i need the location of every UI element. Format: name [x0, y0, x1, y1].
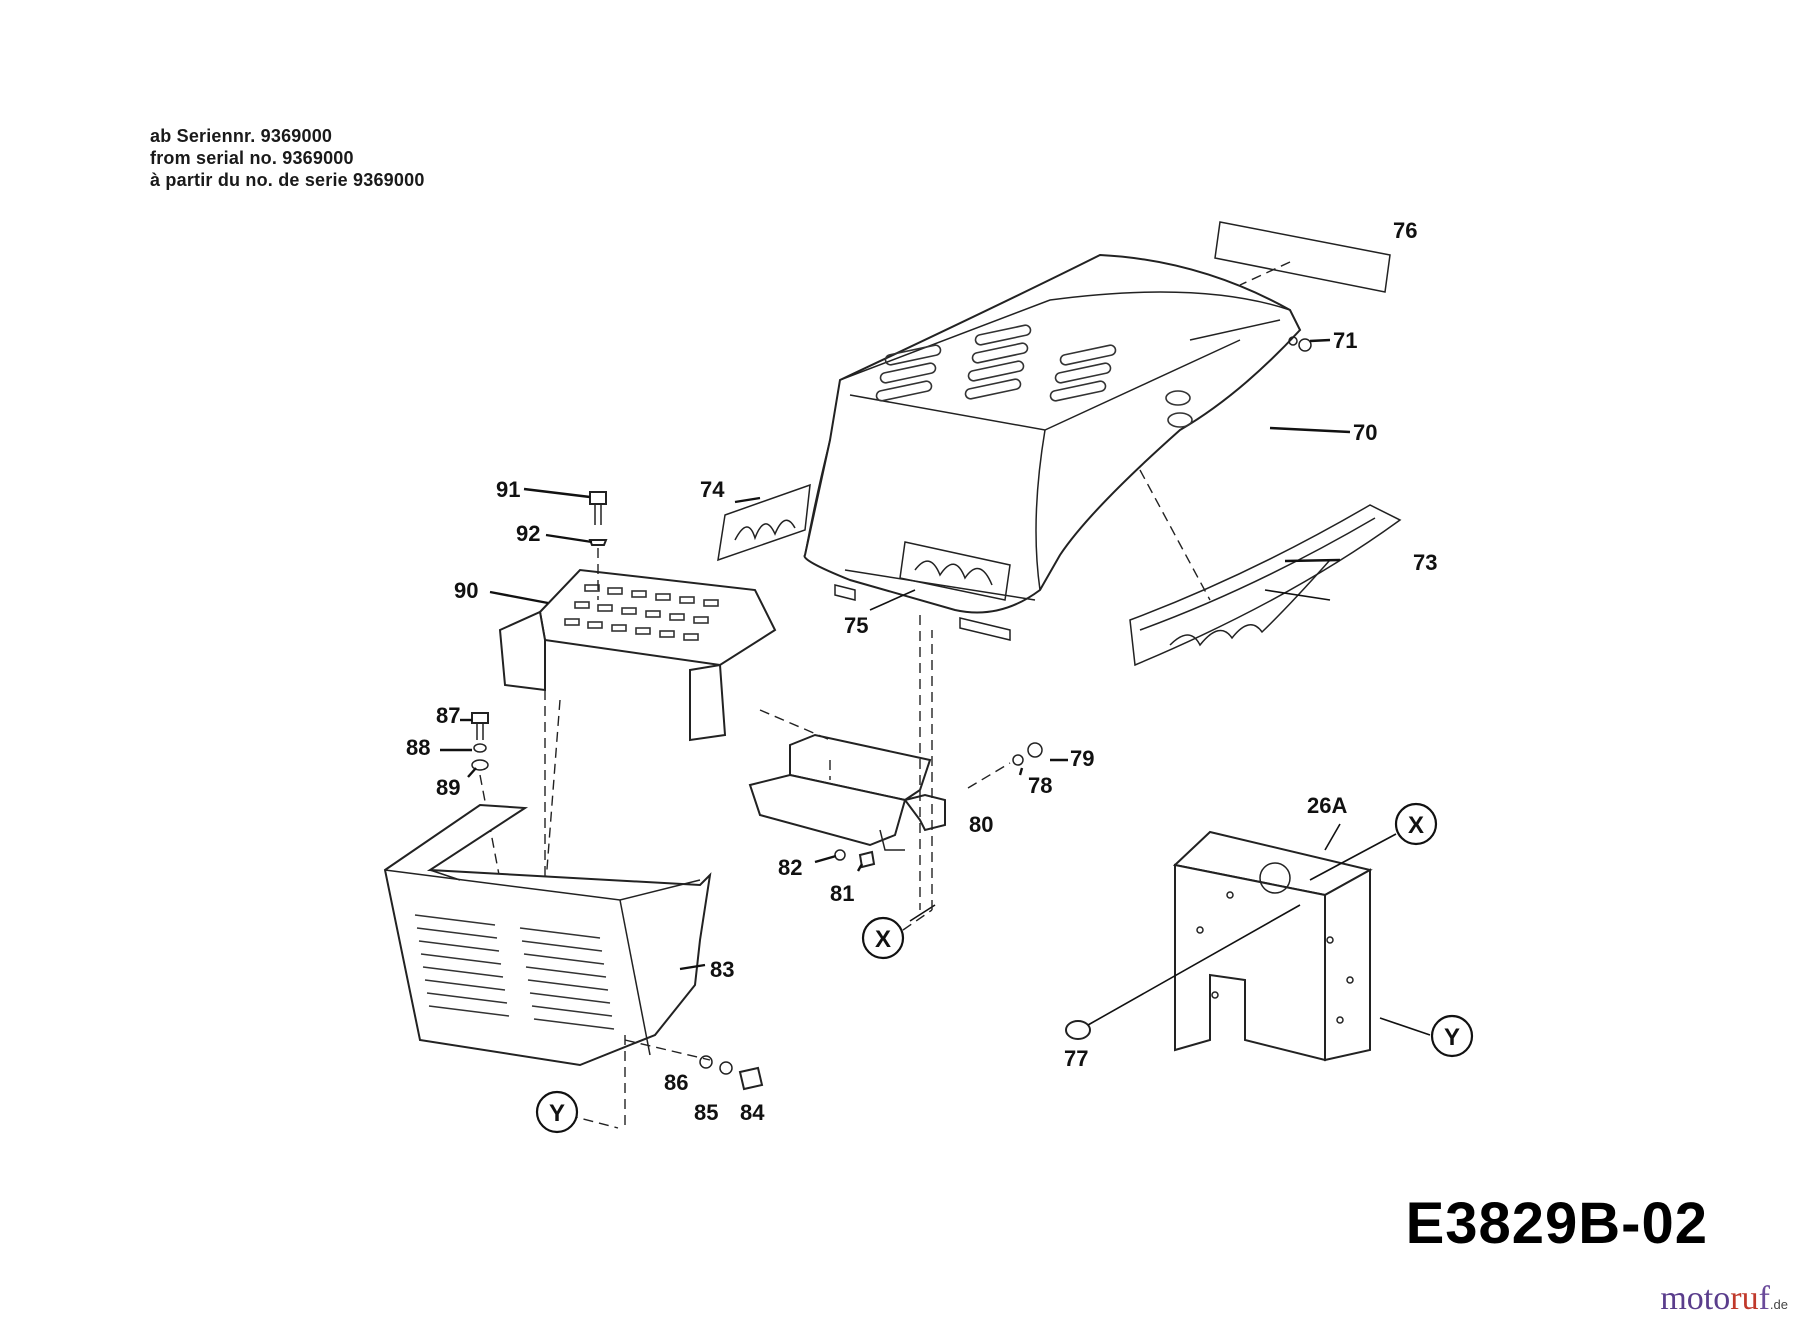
drawing-code: E3829B-02	[1405, 1191, 1708, 1256]
connector-y-grille: Y	[535, 1090, 579, 1134]
frame-bolt-part	[1065, 904, 1301, 1040]
label-91: 91	[496, 477, 520, 502]
label-83: 83	[710, 957, 734, 982]
connector-x-bottom-label: X	[875, 926, 891, 953]
connector-y-frame: Y	[1430, 1014, 1474, 1058]
connector-y-grille-label: Y	[549, 1100, 565, 1127]
fastener-small-part	[834, 849, 876, 869]
label-92: 92	[516, 521, 540, 546]
bracket-part	[748, 615, 946, 910]
connector-x-frame: X	[1394, 802, 1438, 846]
side-decal-left-part	[717, 483, 811, 562]
label-87: 87	[436, 703, 460, 728]
frame-part	[1172, 830, 1373, 1062]
watermark-brand-a: moto	[1660, 1280, 1731, 1317]
serial-note-de: ab Seriennr. 9369000	[150, 126, 333, 146]
side-decal-right-part	[1129, 469, 1402, 667]
label-73: 73	[1413, 550, 1437, 575]
connector-x-frame-label: X	[1408, 812, 1424, 839]
dashboard-plate-part	[498, 568, 777, 961]
front-grille-part	[383, 803, 712, 1130]
connector-y-frame-label: Y	[1444, 1024, 1460, 1051]
label-86: 86	[664, 1070, 688, 1095]
label-77: 77	[1064, 1046, 1088, 1071]
label-79: 79	[1070, 746, 1094, 771]
label-70: 70	[1353, 420, 1377, 445]
label-78: 78	[1028, 773, 1052, 798]
serial-note-fr: à partir du no. de serie 9369000	[150, 170, 425, 190]
emblem-part	[1288, 336, 1312, 352]
hood-decal-part	[899, 541, 1011, 601]
grille-fasteners-part	[699, 1055, 764, 1091]
label-74: 74	[700, 477, 725, 502]
label-84: 84	[740, 1100, 765, 1125]
label-85: 85	[694, 1100, 718, 1125]
label-88: 88	[406, 735, 430, 760]
label-82: 82	[778, 855, 802, 880]
watermark-domain: .de	[1769, 1297, 1788, 1312]
site-watermark: motoruf.de	[1660, 1280, 1788, 1318]
label-90: 90	[454, 578, 478, 603]
bolt-part	[588, 491, 608, 600]
front-bolt-part	[471, 712, 501, 881]
label-76: 76	[1393, 218, 1417, 243]
leader-lines	[440, 338, 1431, 1036]
label-26a: 26A	[1307, 793, 1347, 818]
watermark-brand-c: f	[1758, 1280, 1770, 1317]
label-75: 75	[844, 613, 868, 638]
serial-note-en: from serial no. 9369000	[150, 148, 354, 168]
hood-part	[803, 253, 1302, 641]
label-80: 80	[969, 812, 993, 837]
label-71: 71	[1333, 328, 1357, 353]
nut-part	[967, 742, 1043, 789]
label-89: 89	[436, 775, 460, 800]
watermark-brand-b: ru	[1730, 1280, 1759, 1317]
connector-x-bottom: X	[861, 916, 905, 960]
top-decal-part	[1214, 221, 1391, 293]
label-81: 81	[830, 881, 854, 906]
